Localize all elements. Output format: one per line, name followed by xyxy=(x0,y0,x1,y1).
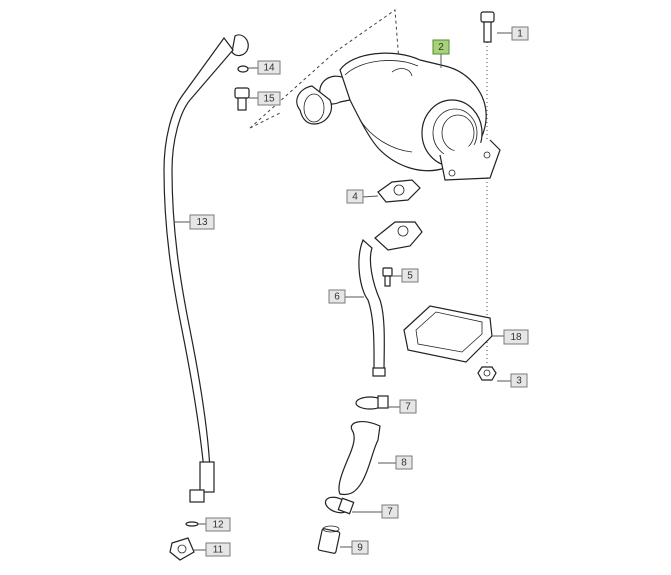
callout-number: 5 xyxy=(407,271,413,282)
callout-1[interactable]: 1 xyxy=(511,26,529,41)
callout-box xyxy=(401,268,419,283)
callout-box xyxy=(328,289,346,304)
hose-part[interactable] xyxy=(338,421,381,496)
hose-clamp-lower-part[interactable] xyxy=(323,494,355,515)
callout-7b[interactable]: 7 xyxy=(381,504,399,519)
callout-number: 12 xyxy=(212,520,224,531)
callout-number: 4 xyxy=(352,192,358,203)
assembly-guide-lines xyxy=(249,9,401,129)
callout-box xyxy=(432,39,450,55)
sealing-ring-12-part[interactable] xyxy=(185,521,199,527)
callout-box xyxy=(189,214,215,230)
bolt-small-part[interactable] xyxy=(382,267,393,287)
callout-number: 6 xyxy=(334,292,340,303)
callout-box xyxy=(503,329,529,345)
callout-8[interactable]: 8 xyxy=(395,455,413,470)
callout-number: 9 xyxy=(357,543,363,554)
callout-18[interactable]: 18 xyxy=(503,329,529,345)
callout-box xyxy=(205,517,231,532)
union-15-part[interactable] xyxy=(234,87,250,111)
callout-number: 15 xyxy=(263,94,275,105)
callout-box xyxy=(381,504,399,519)
callout-number: 1 xyxy=(517,29,523,40)
callout-number: 14 xyxy=(263,63,275,74)
bolt-part[interactable] xyxy=(480,11,495,43)
callout-3[interactable]: 3 xyxy=(510,373,528,388)
leader-lines xyxy=(174,32,512,551)
callout-13[interactable]: 13 xyxy=(189,214,215,230)
callout-7a[interactable]: 7 xyxy=(399,399,417,414)
adapter-part[interactable] xyxy=(317,525,341,554)
callout-box xyxy=(346,189,364,204)
oil-feed-line-part[interactable] xyxy=(163,34,249,503)
callout-box xyxy=(257,91,281,106)
callout-box xyxy=(511,26,529,41)
oil-return-pipe-part[interactable] xyxy=(358,221,423,377)
banjo-fitting-11-part[interactable] xyxy=(169,537,195,561)
callout-box xyxy=(351,540,369,555)
callout-number: 3 xyxy=(516,376,522,387)
callout-box xyxy=(399,399,417,414)
callout-11[interactable]: 11 xyxy=(205,542,231,557)
hose-clamp-upper-part[interactable] xyxy=(355,395,389,410)
callout-box xyxy=(395,455,413,470)
callout-box xyxy=(257,60,281,75)
callout-12[interactable]: 12 xyxy=(205,517,231,532)
gasket-part[interactable] xyxy=(377,179,421,203)
callout-9[interactable]: 9 xyxy=(351,540,369,555)
callout-number: 11 xyxy=(213,545,224,556)
callout-number: 13 xyxy=(196,217,208,228)
callout-number: 2 xyxy=(438,42,444,53)
callout-number: 8 xyxy=(401,458,407,469)
callout-6[interactable]: 6 xyxy=(328,289,346,304)
callout-15[interactable]: 15 xyxy=(257,91,281,106)
callout-2[interactable]: 2 xyxy=(432,39,450,55)
callout-box xyxy=(510,373,528,388)
callout-4[interactable]: 4 xyxy=(346,189,364,204)
callout-number: 18 xyxy=(510,332,522,343)
callout-number: 7 xyxy=(405,402,411,413)
flange-gasket-part[interactable] xyxy=(403,305,493,363)
callout-box xyxy=(205,542,231,557)
nut-part[interactable] xyxy=(477,366,497,381)
sealing-ring-14-part[interactable] xyxy=(237,65,249,73)
turbocharger-part[interactable] xyxy=(296,52,501,181)
callout-14[interactable]: 14 xyxy=(257,60,281,75)
callout-5[interactable]: 5 xyxy=(401,268,419,283)
callout-number: 7 xyxy=(387,507,393,518)
